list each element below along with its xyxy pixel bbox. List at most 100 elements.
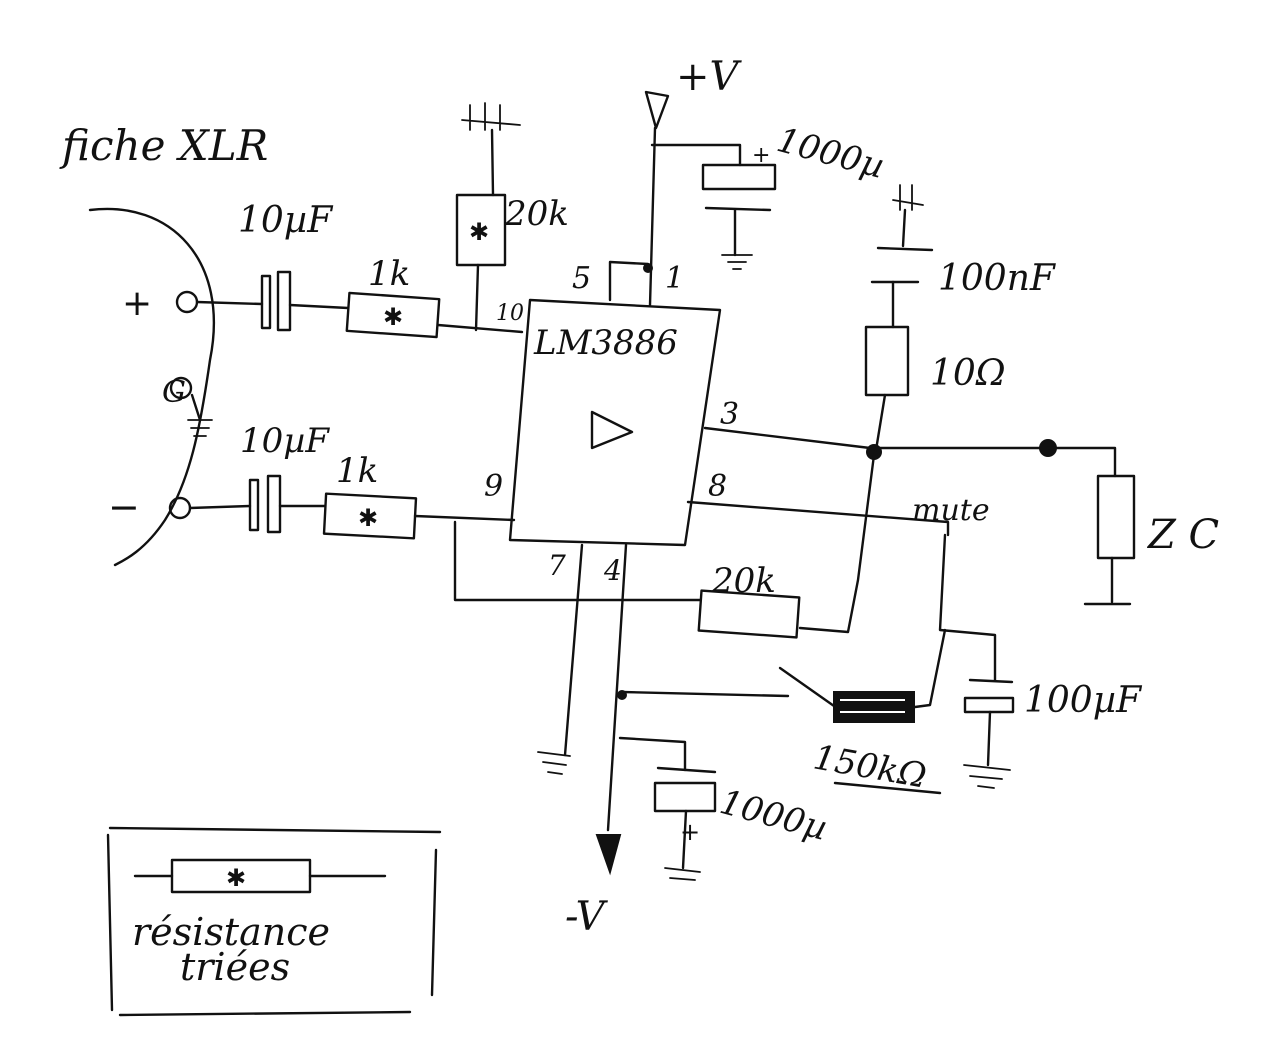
cap-supply-neg-plate [656,766,717,774]
cap-supply-pos-body [701,163,777,191]
res-zobel [864,325,910,397]
cap-supply-neg-label: 1000µ [716,782,831,849]
ground-pin-ground-symbol [187,419,213,437]
feedback-network: 20k [453,453,876,639]
ground-pin-wire [190,393,202,422]
negative-supply: + 1000µ -V [537,543,831,940]
supply-neg-arrow [595,834,622,876]
minus-terminal-label: − [108,485,140,529]
wire [650,143,742,167]
res-zobel-label: 10Ω [930,353,1006,394]
wire [913,628,947,709]
cap-in-minus-plate-b [266,474,282,534]
res-mute-hatch [840,699,905,713]
supply-pos-label: +V [676,54,743,100]
pin9-label: 9 [484,469,503,504]
supply-neg-label: -V [565,894,609,940]
ic-name: LM3886 [533,323,678,363]
ground-symbol [721,254,753,270]
ground-symbol [664,867,701,881]
res-in-minus-label: 1k [336,451,378,491]
res-mute-underline [833,781,942,795]
feedback-return [453,520,702,602]
wire [874,393,887,452]
wire [901,208,907,248]
xlr-outline [88,207,216,567]
cap-in-plus-plate-b [276,270,292,332]
output-node [866,444,882,460]
supply-neg-rail [606,543,628,832]
res-pin10-label: 20k [504,194,569,234]
cap-supply-neg-body [653,781,717,813]
wire [288,303,350,310]
mute-wire [686,500,950,537]
load-label: Z C [1146,512,1219,558]
cap-supply-pos-label: 1000µ [773,120,888,187]
sorted-mark: ✱ [469,218,489,246]
input-plus-path: 10µF ✱ 1k [195,200,524,339]
pin7-label: 7 [548,549,566,582]
polarity-plus: + [752,143,770,168]
mute-switch [778,666,836,708]
sorted-mark: ✱ [383,303,403,331]
cap-in-plus-label: 10µF [238,200,334,241]
output-network: Z C 100nF 10Ω [703,184,1219,606]
res-in-plus [345,291,441,339]
ground-terminal [169,376,193,400]
wire [986,710,992,767]
pin7-wire [563,543,584,757]
cap-mute-plate-a [968,678,1014,684]
wire [474,263,480,332]
pin1-label: 1 [665,261,684,296]
legend-box: ✱ résistance triées [106,826,442,1017]
input-minus-path: 10µF ✱ 1k [188,421,516,540]
ground-pin-label: G [162,375,186,410]
plus-terminal-label: + [122,283,152,324]
ground-symbol [537,751,571,775]
wire [681,809,688,870]
ground-symbol [963,764,1011,789]
pin8-label: 8 [708,469,727,504]
lm3886-ic: LM3886 5 1 10 3 8 9 7 4 [484,260,739,587]
pin3-label: 3 [720,397,739,432]
res-feedback-label: 20k [711,561,776,601]
cap-zobel-plate-a [876,246,934,252]
legend-text-line2: triées [180,945,290,989]
supply-pos-arrow [644,90,670,130]
res-pin10 [455,193,507,267]
cap-in-plus-plate-a [260,274,272,330]
wire [195,300,264,306]
cap-mute-plate-b [963,696,1015,714]
mute-label: mute [912,493,990,528]
ground-symbol-top [461,102,521,131]
legend-text-line1: résistance [132,910,330,954]
wire [490,128,495,197]
cap-supply-pos-plate [704,206,772,212]
load-resistor [1096,474,1136,560]
pin10-resistor-branch: ✱ 20k [455,102,569,332]
opamp-symbol [590,410,634,450]
xlr-connector: fiche XLR + G − [59,121,268,567]
wire [938,533,997,682]
res-in-plus-label: 1k [368,254,410,294]
res-in-minus [322,492,418,540]
ic-body [508,298,722,547]
pin10-label: 10 [496,301,524,326]
pin5-label: 5 [572,261,591,296]
pin5-pin1-strap [608,260,650,302]
pin4-label: 4 [603,554,622,587]
legend-border [106,826,442,1017]
connector-label: fiche XLR [59,121,268,170]
cap-mute-label: 100µF [1024,680,1143,721]
ground-symbol-zobel [892,184,924,211]
cap-in-minus-plate-a [248,478,260,532]
res-mute-label: 150kΩ [810,737,929,796]
mute-switch-wire [620,690,790,698]
plus-terminal [175,290,199,314]
res-feedback [697,589,801,639]
feedback-wire [798,453,876,634]
sorted-mark: ✱ [358,504,378,532]
cap-in-minus-label: 10µF [240,421,330,461]
wire [436,323,524,334]
mute-circuit: mute 150kΩ 100µF [686,493,1143,797]
